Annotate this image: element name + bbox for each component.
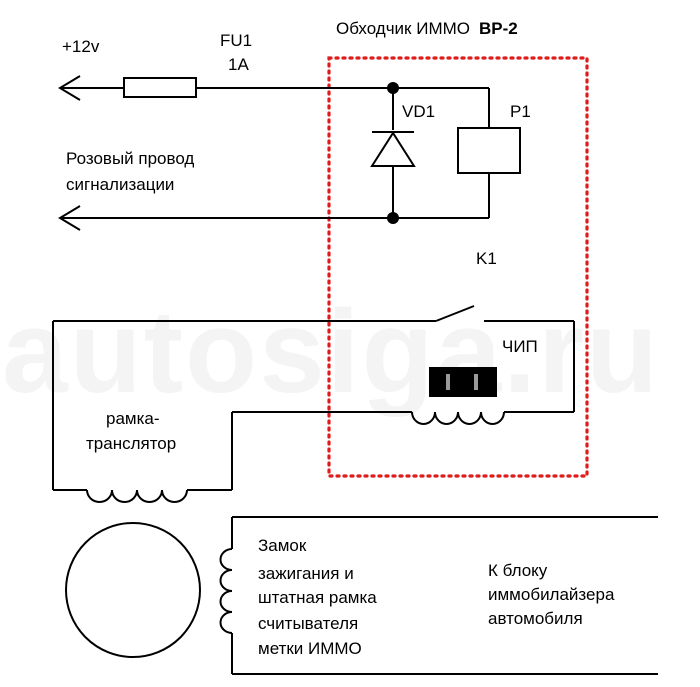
module-title: Обходчик ИММО BP-2 — [336, 19, 518, 38]
repeater-coil-symbol — [86, 489, 188, 503]
chip-coil-symbol — [411, 411, 505, 425]
repeater-label-2: транслятор — [86, 434, 176, 453]
chip-label: ЧИП — [502, 337, 538, 356]
diode-name: VD1 — [402, 102, 435, 121]
repeater-loop — [52, 321, 575, 491]
alarm-line — [58, 205, 393, 231]
ignition-coil-symbol — [219, 548, 233, 634]
fuse-name: FU1 — [220, 31, 252, 50]
fuse-rating: 1A — [228, 55, 249, 74]
ignition-label-4: считывателя — [258, 614, 358, 633]
power-arrow — [58, 75, 81, 101]
ignition-lock-circle — [65, 522, 201, 658]
transponder-chip — [429, 367, 497, 397]
relay-coil-symbol — [393, 87, 521, 219]
diode-symbol — [370, 88, 416, 218]
ignition-label-5: метки ИММО — [258, 639, 362, 658]
immo-label-3: автомобиля — [488, 609, 583, 628]
immo-label-1: К блоку — [488, 561, 548, 580]
alarm-arrow — [58, 205, 81, 231]
fuse-symbol — [123, 77, 197, 98]
bypass-module-boundary — [327, 56, 589, 478]
power-line — [58, 75, 393, 101]
repeater-label-1: рамка- — [106, 409, 160, 428]
alarm-wire-label-1: Розовый провод — [66, 149, 194, 168]
power-label: +12v — [62, 37, 100, 56]
watermark: autosiga.ru — [2, 286, 660, 418]
relay-contact-name: K1 — [476, 249, 497, 268]
immo-label-2: иммобилайзера — [488, 585, 615, 604]
ignition-label-2: зажигания и — [258, 564, 354, 583]
relay-contact-symbol — [53, 305, 574, 322]
relay-coil-name: P1 — [510, 102, 531, 121]
ignition-label-3: штатная рамка — [258, 588, 377, 607]
immo-wiring — [231, 516, 658, 675]
alarm-wire-label-2: сигнализации — [66, 175, 174, 194]
ignition-label-1: Замок — [258, 536, 307, 555]
